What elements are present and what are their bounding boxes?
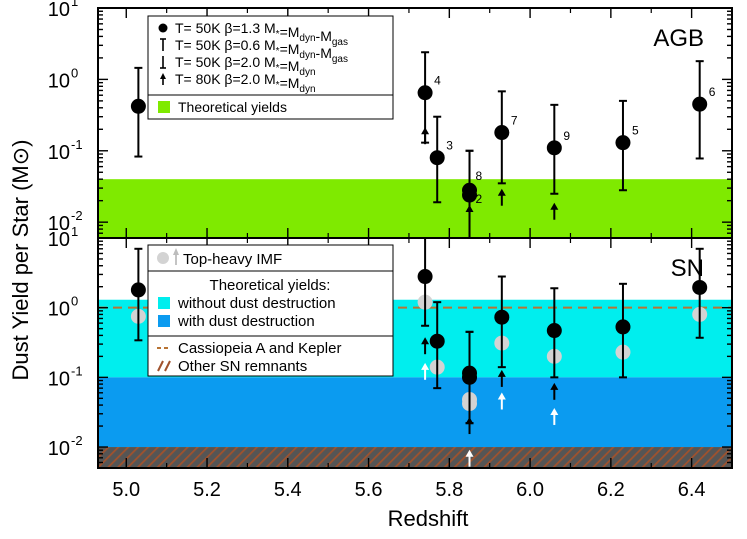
x-tick-label: 5.8 [435, 479, 463, 501]
sn-arrow-5 [421, 362, 430, 380]
sn-legend-obs-box [147, 335, 394, 377]
agb-point-label-4: 4 [434, 74, 441, 88]
sn-y-tick-exponent: 0 [71, 294, 78, 309]
sn-legend-imf-arrow-head [173, 248, 179, 255]
sn-point-6 [494, 309, 510, 325]
agb-legend-entry-3: T= 50K β=2.0 M*=Mdyn [175, 54, 316, 78]
sn-legend-band2-label: with dust destruction [177, 313, 315, 330]
sn-legend-header: Theoretical yields: [210, 277, 331, 294]
sn-point-3 [429, 333, 445, 349]
agb-arrow-3 [497, 188, 506, 206]
sn-point-2 [417, 269, 433, 285]
sn-y-tick-exponent: -2 [71, 433, 83, 448]
sn-legend-band1-swatch [158, 297, 170, 309]
agb-point-label-8: 8 [476, 169, 483, 183]
agb-point-6 [494, 125, 510, 141]
agb-y-tick-label: 10 [48, 142, 70, 164]
agb-point-5 [462, 187, 478, 203]
sn-y-tick-label: 10 [48, 438, 70, 460]
sn-arrow-1 [421, 337, 430, 355]
sn-legend-imf-label: Top-heavy IMF [183, 251, 282, 268]
agb-point-7 [546, 140, 562, 156]
sn-panel-title: SN [671, 255, 704, 282]
x-tick-label: 5.2 [193, 479, 221, 501]
sn-point-8 [615, 319, 631, 335]
agb-point-2 [417, 85, 433, 101]
sn-point-7 [546, 323, 562, 339]
agb-legend-entry-4: T= 80K β=2.0 M*=Mdyn [175, 71, 316, 95]
agb-legend-band-box [147, 94, 394, 120]
agb-y-tick-label: 10 [48, 0, 70, 21]
sn-y-tick-label: 10 [48, 299, 70, 321]
sn-legend-dash-label: Cassiopeia A and Kepler [178, 340, 341, 357]
agb-y-tick-exponent: -2 [71, 208, 83, 223]
agb-legend-entry-1: T= 50K β=1.3 M*=Mdyn-Mgas [175, 20, 348, 48]
agb-y-tick-exponent: -1 [71, 137, 83, 152]
sn-arrow-6 [465, 449, 474, 467]
agb-legend-arrow-head [160, 73, 166, 79]
agb-panel-title: AGB [653, 25, 704, 52]
agb-point-3 [429, 150, 445, 166]
sn-legend-imf-marker [157, 252, 169, 264]
sn-arrow-4 [550, 382, 559, 400]
x-tick-label: 5.0 [112, 479, 140, 501]
agb-point-9 [692, 96, 708, 112]
sn-point-9 [692, 279, 708, 295]
x-tick-label: 6.0 [516, 479, 544, 501]
sn-legend-hatch-swatch-1 [157, 360, 164, 372]
agb-point-label-3: 3 [446, 139, 453, 153]
agb-legend-band-label: Theoretical yields [178, 99, 287, 115]
x-tick-label: 6.2 [597, 479, 625, 501]
sn-legend-band2-swatch [158, 315, 170, 327]
sn-y-tick-label: 10 [48, 368, 70, 390]
agb-legend-band-swatch [158, 101, 170, 113]
agb-y-tick-exponent: 1 [71, 0, 78, 9]
agb-y-tick-exponent: 0 [71, 65, 78, 80]
sn-arrow-8 [550, 407, 559, 425]
sn-point-1 [130, 282, 146, 298]
x-tick-label: 6.4 [678, 479, 706, 501]
agb-point-label-2: 2 [476, 192, 483, 206]
sn-band-2 [98, 377, 732, 448]
sn-legend-hatch-swatch-2 [164, 360, 171, 372]
sn-hatch-band [98, 447, 732, 468]
agb-legend-box [147, 15, 394, 96]
agb-legend-entry-2: T= 50K β=0.6 M*=Mdyn-Mgas [175, 37, 348, 65]
agb-point-label-5: 5 [632, 124, 639, 138]
sn-y-tick-exponent: -1 [71, 363, 83, 378]
sn-point-5 [462, 369, 478, 385]
sn-legend-hatch-label: Other SN remnants [178, 358, 307, 375]
sn-legend-imf-box [147, 244, 394, 272]
sn-arrow-7 [497, 392, 506, 410]
agb-band-1 [98, 179, 732, 238]
sn-y-tick-label: 10 [48, 229, 70, 251]
agb-point-label-6: 6 [709, 85, 716, 99]
sn-legend-band1-label: without dust destruction [177, 295, 336, 312]
agb-point-8 [615, 135, 631, 151]
sn-legend-yields-box [147, 270, 394, 337]
agb-arrow-4 [550, 202, 559, 220]
agb-y-tick-label: 10 [48, 213, 70, 235]
agb-point-label-7: 7 [511, 114, 518, 128]
x-axis-label: Redshift [388, 506, 469, 531]
x-tick-label: 5.4 [274, 479, 302, 501]
sn-panel-frame [97, 237, 733, 469]
sn-y-tick-exponent: 1 [71, 224, 78, 239]
agb-y-tick-label: 10 [48, 70, 70, 92]
agb-point-1 [130, 98, 146, 114]
y-axis-label: Dust Yield per Star (M⊙) [8, 140, 33, 381]
sn-arrow-3 [497, 369, 506, 387]
agb-point-label-9: 9 [563, 129, 570, 143]
x-tick-label: 5.6 [355, 479, 383, 501]
agb-legend-dot-marker [158, 23, 168, 33]
